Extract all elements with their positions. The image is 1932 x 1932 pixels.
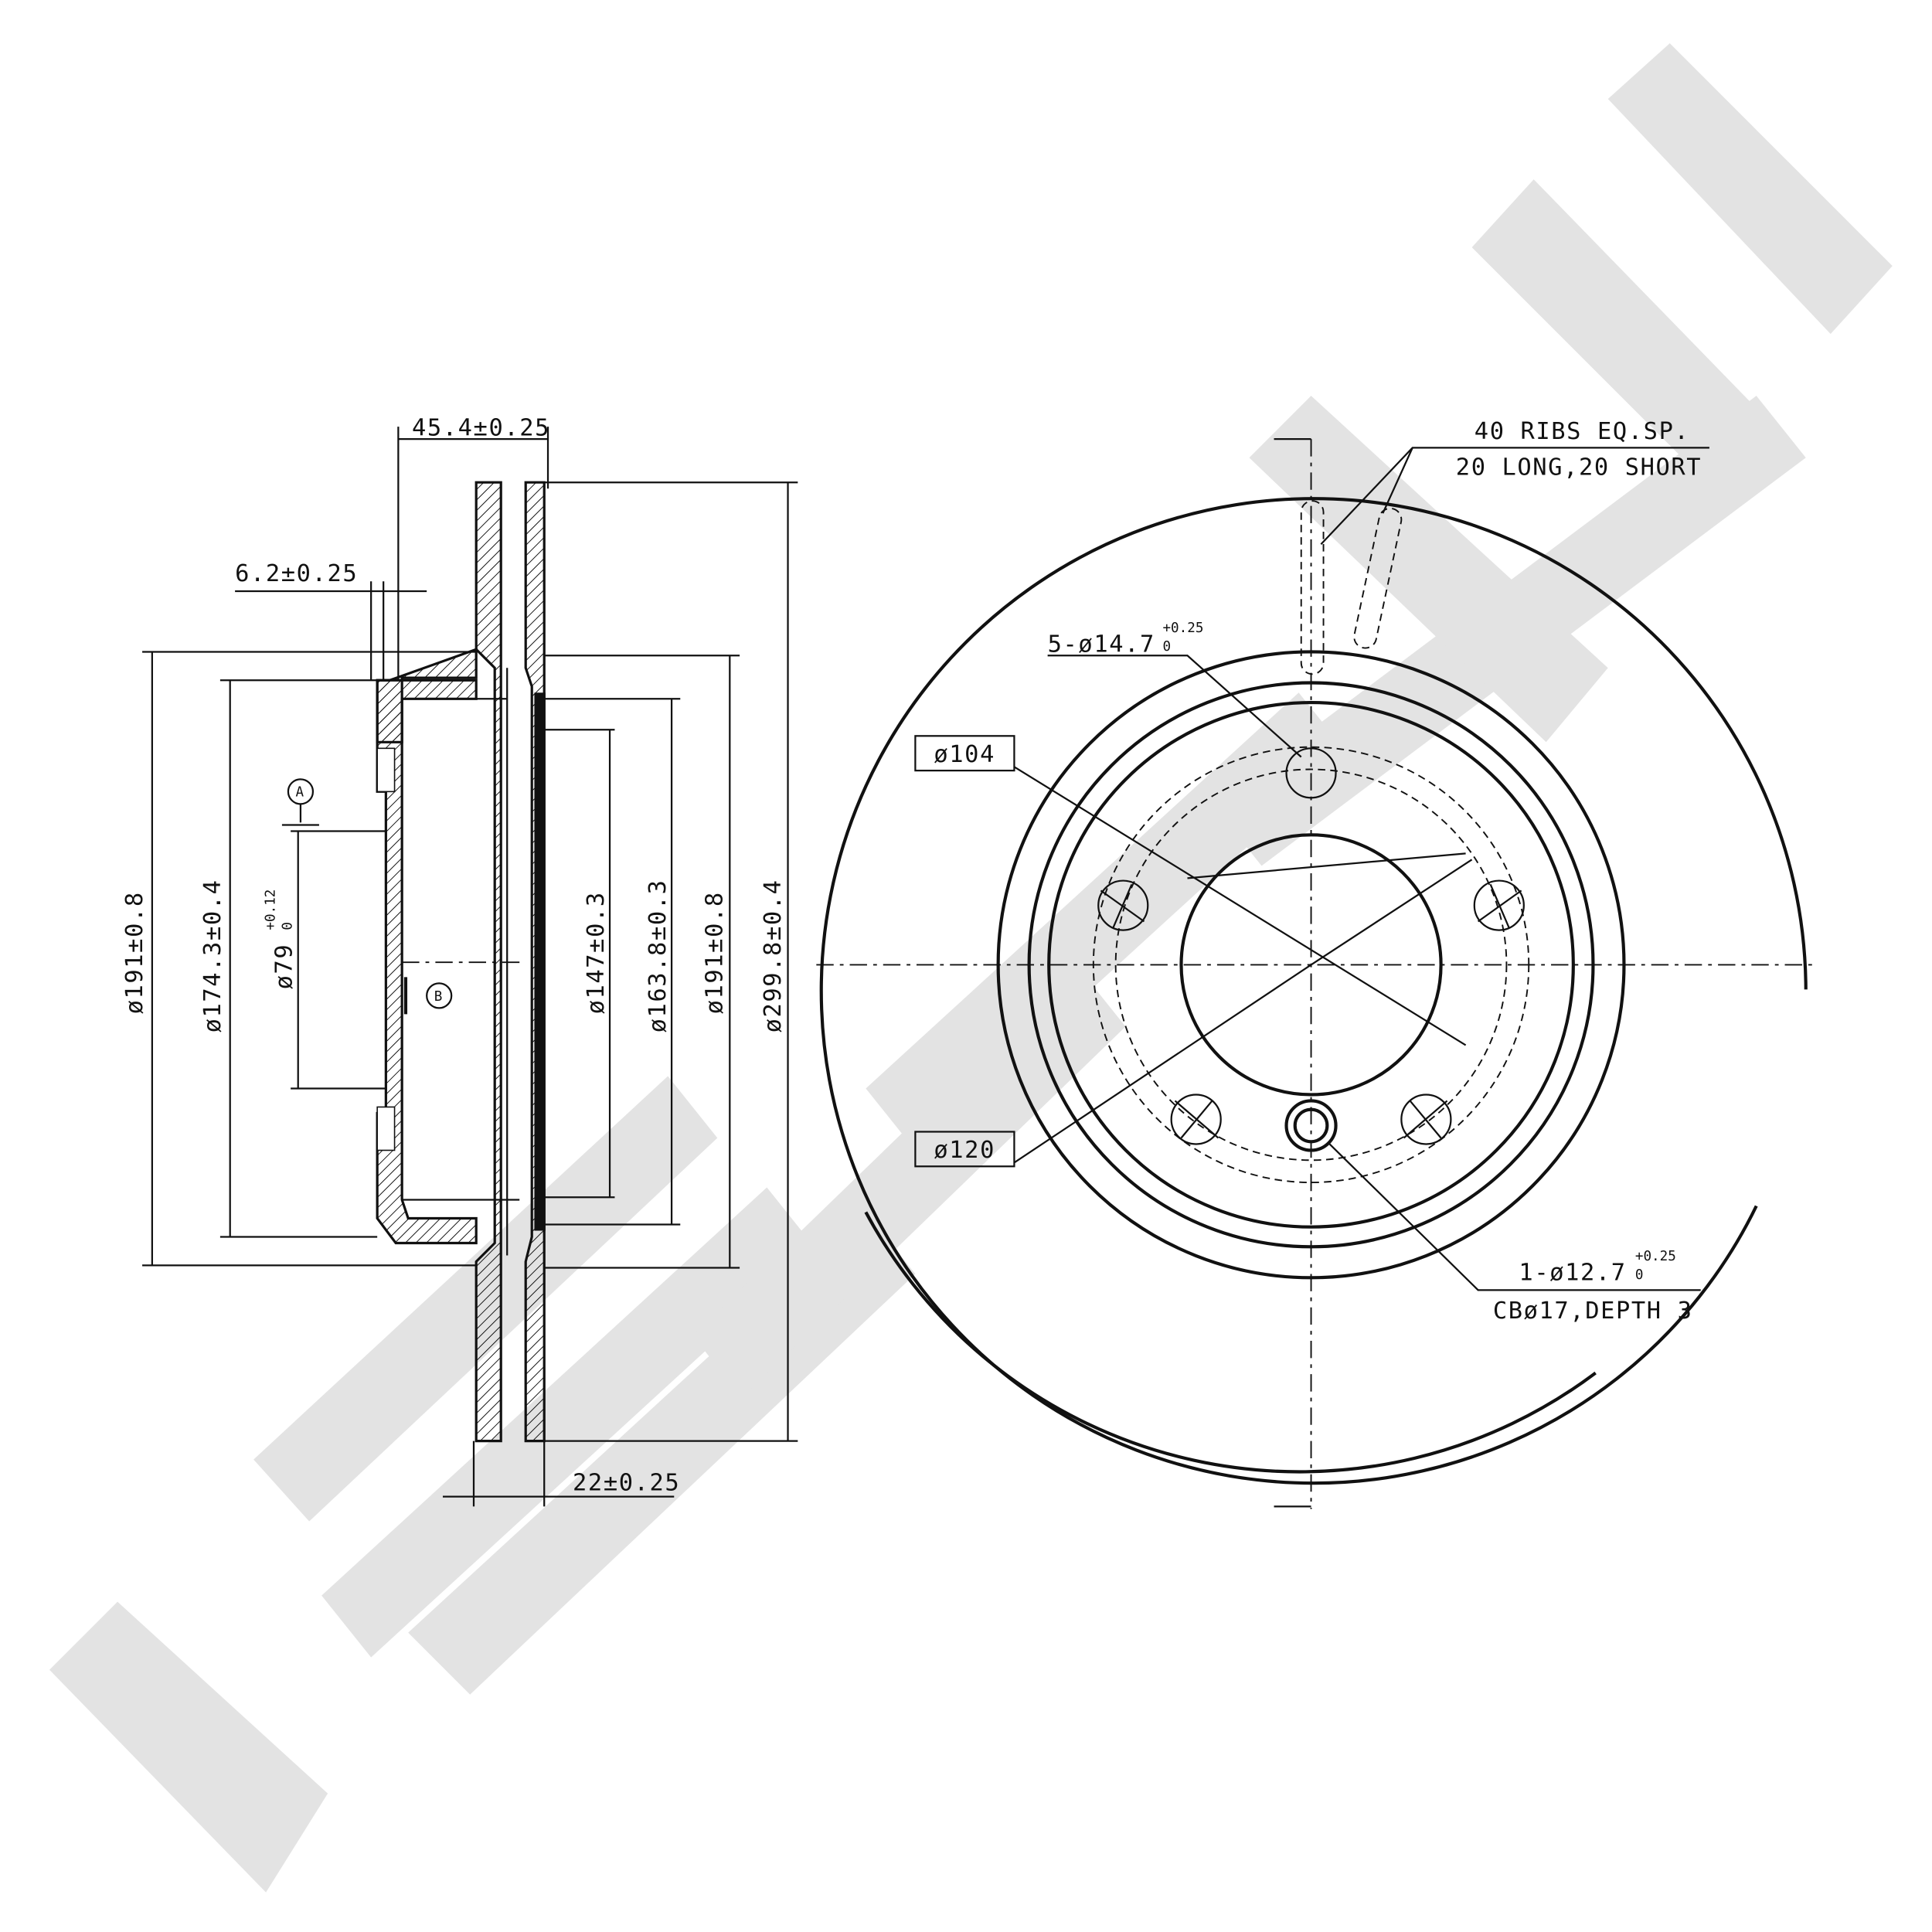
dim-d79: ø79 xyxy=(271,944,298,990)
dim-d147: ø147±0.3 xyxy=(583,891,610,1014)
locator-tol-lower: 0 xyxy=(1635,1267,1644,1283)
front-view: 40 RIBS EQ.SP. 20 LONG,20 SHORT 5-ø14.7 … xyxy=(816,418,1812,1509)
outer-plate-left xyxy=(474,481,502,1443)
dim-d174: ø174.3±0.4 xyxy=(199,879,226,1032)
dim-d191-right: ø191±0.8 xyxy=(702,891,729,1014)
locator-hole-label: 1-ø12.7 xyxy=(1519,1260,1626,1287)
ribs-line1: 40 RIBS EQ.SP. xyxy=(1475,418,1690,445)
long-rib xyxy=(1300,500,1325,675)
bolt-hole xyxy=(1473,879,1525,931)
dim-d163: ø163.8±0.3 xyxy=(645,879,672,1032)
pcd-box-label: ø104 xyxy=(934,741,995,768)
ribs-line2: 20 LONG,20 SHORT xyxy=(1456,454,1702,481)
datum-b-symbol xyxy=(426,982,453,1009)
bolt-circle xyxy=(1114,768,1508,1162)
section-view: 45.4±0.25 6.2±0.25 22±0.25 ø191±0.8 ø174… xyxy=(121,414,798,1507)
friction-face xyxy=(534,692,546,1231)
d120-box-label: ø120 xyxy=(934,1137,995,1164)
dim-d79-tol-upper: +0.12 xyxy=(263,889,278,930)
dim-width: 45.4±0.25 xyxy=(412,414,550,441)
outer-edge xyxy=(819,497,1808,1485)
dim-thickness: 22±0.25 xyxy=(573,1470,680,1497)
dim-hat-offset: 6.2±0.25 xyxy=(235,560,358,587)
bolt-hole xyxy=(1285,747,1337,799)
bolt-holes-label: 5-ø14.7 xyxy=(1048,631,1155,658)
watermark-logo xyxy=(49,43,1893,1893)
pcd-box xyxy=(914,735,1015,772)
bolt-holes-tol-upper: +0.25 xyxy=(1162,621,1203,636)
d120-box xyxy=(914,1131,1015,1168)
dim-d299: ø299.8±0.4 xyxy=(760,879,787,1032)
bolt-holes-tol-lower: 0 xyxy=(1162,639,1171,655)
short-rib xyxy=(1353,507,1403,649)
dim-d79-tol-lower: 0 xyxy=(281,922,296,930)
bolt-hole xyxy=(1097,879,1149,931)
dim-d191-left: ø191±0.8 xyxy=(121,891,148,1014)
locator-hole xyxy=(1284,1099,1338,1152)
bolt-hole xyxy=(1170,1094,1222,1145)
datum-b: B xyxy=(434,989,443,1005)
bolt-hole xyxy=(1400,1094,1452,1145)
locator-tol-upper: +0.25 xyxy=(1635,1249,1676,1264)
counterbore-label: CBø17,DEPTH 3 xyxy=(1493,1298,1693,1325)
datum-a: A xyxy=(296,785,304,801)
